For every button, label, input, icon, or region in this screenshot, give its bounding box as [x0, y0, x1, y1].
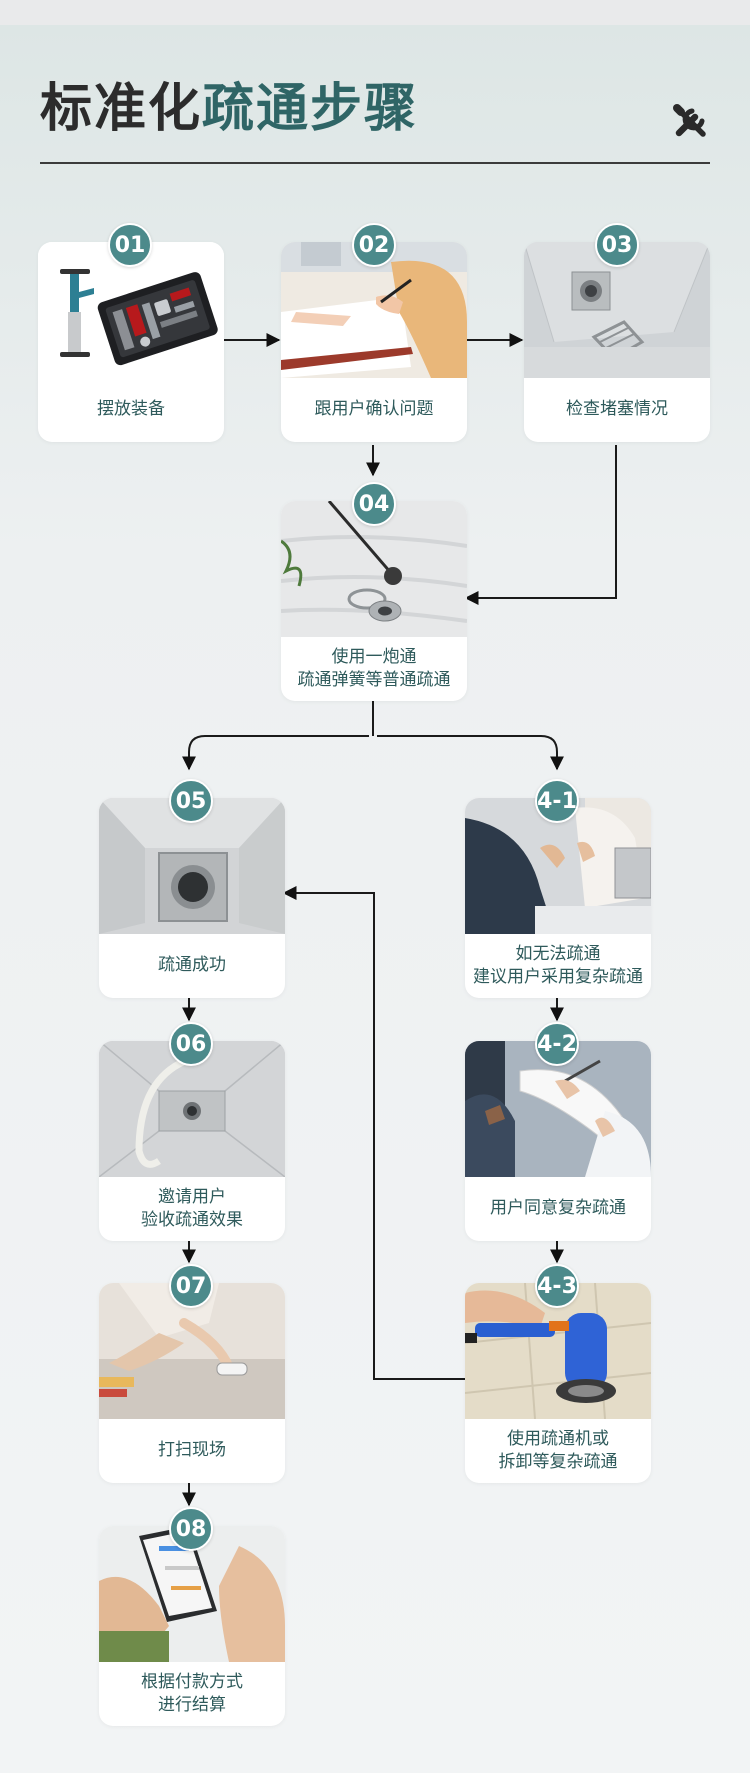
step-badge-06: 06 — [169, 1022, 213, 1066]
step-label-05: 疏通成功 — [158, 955, 226, 976]
step-label-4-3: 使用疏通机或 拆卸等复杂疏通 — [498, 1428, 618, 1472]
step-card-02: 跟用户确认问题 — [281, 242, 467, 442]
step-card-4-1: 如无法疏通 建议用户采用复杂疏通 — [465, 798, 651, 998]
step-card-01: 摆放装备 — [38, 242, 224, 442]
step-card-06: 邀请用户 验收疏通效果 — [99, 1041, 285, 1241]
step-label-4-2: 用户同意复杂疏通 — [490, 1198, 626, 1219]
step-label-04: 使用一炮通 疏通弹簧等普通疏通 — [297, 646, 451, 690]
step-badge-08: 08 — [169, 1507, 213, 1551]
step-card-04: 使用一炮通 疏通弹簧等普通疏通 — [281, 501, 467, 701]
step-label-07: 打扫现场 — [158, 1440, 226, 1461]
title-underline — [40, 162, 710, 164]
step-label-06: 邀请用户 验收疏通效果 — [141, 1186, 243, 1230]
step-badge-03: 03 — [595, 223, 639, 267]
title-part-2: 疏通步骤 — [202, 79, 419, 139]
wrench-screwdriver-icon — [673, 104, 706, 137]
step-badge-04: 04 — [352, 482, 396, 526]
step-badge-01: 01 — [108, 223, 152, 267]
step-card-08: 根据付款方式 进行结算 — [99, 1526, 285, 1726]
step-card-07: 打扫现场 — [99, 1283, 285, 1483]
agreement-photo — [465, 1041, 651, 1177]
step-badge-05: 05 — [169, 779, 213, 823]
page-title: 标准化疏通步骤 — [40, 78, 418, 140]
step-label-01: 摆放装备 — [97, 399, 165, 420]
step-badge-4-1: 4-1 — [535, 779, 579, 823]
step-badge-07: 07 — [169, 1264, 213, 1308]
step-card-03: 检查堵塞情况 — [524, 242, 710, 442]
page: 标准化疏通步骤 — [0, 25, 750, 1773]
clean-drain-photo — [99, 798, 285, 934]
drain-check-photo — [99, 1041, 285, 1177]
step-card-4-3: 使用疏通机或 拆卸等复杂疏通 — [465, 1283, 651, 1483]
flow-connectors — [182, 333, 617, 1507]
step-badge-02: 02 — [352, 223, 396, 267]
floor-drain-inspection-photo — [524, 242, 710, 378]
step-badge-4-2: 4-2 — [535, 1022, 579, 1066]
step-label-08: 根据付款方式 进行结算 — [141, 1671, 243, 1715]
drain-machine-photo — [465, 1283, 651, 1419]
step-label-02: 跟用户确认问题 — [314, 399, 434, 420]
step-card-4-2: 用户同意复杂疏通 — [465, 1041, 651, 1241]
meeting-photo — [465, 798, 651, 934]
step-card-05: 疏通成功 — [99, 798, 285, 998]
title-part-1: 标准化 — [40, 79, 203, 139]
step-badge-4-3: 4-3 — [535, 1264, 579, 1308]
step-label-4-1: 如无法疏通 建议用户采用复杂疏通 — [473, 943, 643, 987]
step-label-03: 检查堵塞情况 — [566, 399, 668, 420]
